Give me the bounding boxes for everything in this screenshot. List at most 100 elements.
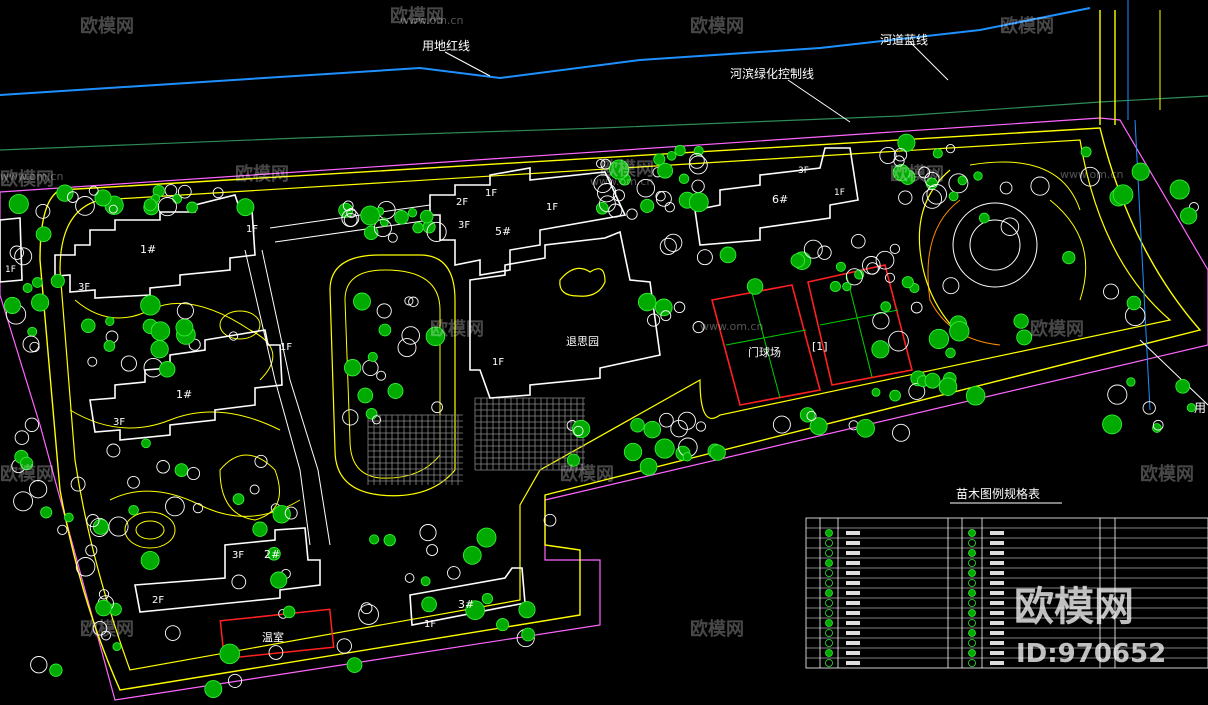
tree-symbol — [157, 197, 177, 217]
tree-symbol — [447, 566, 461, 580]
tree-symbol — [518, 601, 536, 619]
tree-symbol — [647, 313, 661, 327]
tree-symbol — [212, 187, 224, 199]
building-1-south — [89, 329, 283, 441]
tree-symbol — [636, 178, 656, 198]
tree-symbol — [596, 158, 606, 169]
tree-symbol — [29, 341, 40, 353]
tree-symbol — [150, 321, 171, 341]
tree-symbol — [1102, 414, 1123, 435]
greenhouse — [219, 608, 335, 660]
tree-symbol — [897, 133, 916, 152]
tree-symbol — [101, 630, 111, 641]
building-6-floor-1f: 1F — [834, 188, 845, 198]
tree-symbol — [1142, 401, 1156, 415]
tree-symbol — [678, 173, 690, 185]
tree-symbol — [106, 443, 121, 458]
tree-symbol — [879, 146, 897, 165]
tree-symbol — [376, 303, 392, 319]
legend-symbol — [825, 549, 833, 557]
tree-symbol — [889, 243, 901, 255]
legend-symbol — [968, 579, 976, 587]
gate-ball-courts — [711, 264, 913, 406]
tree-symbol — [373, 218, 392, 238]
tree-symbol — [688, 192, 709, 213]
tree-symbol — [9, 245, 24, 260]
legend-symbol — [825, 559, 833, 567]
legend-symbol — [968, 639, 976, 647]
brand-watermark: 欧模网 — [600, 158, 654, 180]
tree-symbol — [85, 544, 98, 557]
tree-symbol — [105, 316, 115, 326]
tree-symbol — [140, 550, 160, 570]
legend-symbol — [968, 589, 976, 597]
tree-symbol — [496, 618, 510, 632]
tree-symbol — [378, 323, 392, 337]
tree-symbol — [872, 312, 890, 330]
building-1-south-name: 1# — [176, 388, 192, 401]
greenhouse-label: 温室 — [262, 630, 284, 644]
tree-symbol — [1126, 377, 1136, 387]
tree-symbol — [573, 425, 584, 437]
building-5 — [429, 167, 627, 276]
tree-symbol — [949, 321, 970, 342]
building-6 — [694, 147, 859, 246]
tree-symbol — [945, 143, 956, 154]
tree-symbol — [888, 330, 909, 352]
tree-symbol — [1175, 378, 1191, 394]
tree-symbol — [397, 338, 417, 358]
tree-symbol — [999, 181, 1013, 195]
url-label: www.om.cn — [400, 14, 463, 27]
tree-symbol — [128, 504, 139, 516]
legend-symbol — [968, 649, 976, 657]
watermarks: 欧模网欧模网欧模网欧模网欧模网欧模网欧模网欧模网欧模网欧模网欧模网欧模网欧模网欧… — [0, 5, 1194, 640]
tree-symbol — [342, 409, 359, 426]
legend-symbol — [825, 539, 833, 547]
tree-symbol — [696, 249, 713, 266]
tree-symbol — [98, 589, 110, 600]
tree-symbol — [932, 148, 943, 159]
tree-symbol — [343, 359, 362, 377]
brand-watermark-large: 欧模网 — [1014, 584, 1134, 630]
pond — [559, 267, 606, 297]
paved-plaza-left — [367, 414, 463, 485]
building-6-name: 6# — [772, 193, 788, 206]
building-5-floor-3f: 3F — [458, 220, 470, 231]
tree-symbol — [95, 599, 112, 617]
tree-symbol — [127, 475, 140, 489]
tree-symbol — [1000, 217, 1020, 236]
river-blue-line — [0, 7, 1091, 96]
tree-symbol — [28, 480, 48, 499]
legend-symbol — [825, 599, 833, 607]
tree-symbol — [889, 389, 901, 402]
legend-symbol — [825, 659, 833, 667]
court-mark-label: [1] — [812, 340, 828, 353]
legend-symbol — [968, 659, 976, 667]
tree-symbol — [186, 201, 198, 214]
tree-symbol — [655, 191, 666, 202]
tree-symbol — [141, 438, 151, 449]
legend-symbol — [825, 639, 833, 647]
url-watermark: www.om.cn — [0, 170, 63, 183]
tree-symbol — [462, 546, 482, 565]
brand-watermark: 欧模网 — [1140, 463, 1194, 485]
tree-symbol — [655, 190, 672, 207]
tree-symbol — [978, 212, 990, 224]
brand-watermark: 欧模网 — [690, 15, 744, 37]
activity-room-label: 退思园 — [566, 335, 599, 348]
tree-symbol — [637, 292, 657, 312]
tree-symbol — [875, 250, 895, 270]
tree-symbol — [884, 272, 896, 283]
gate-court-label: 门球场 — [748, 345, 781, 359]
tree-symbol — [158, 361, 176, 378]
tree-symbol — [13, 491, 34, 512]
brand-watermark: 欧模网 — [560, 463, 614, 485]
building-3-floor: 1F — [424, 619, 436, 630]
building-1-north-name: 1# — [140, 243, 156, 256]
tree-symbol — [626, 208, 638, 220]
tree-symbol — [412, 222, 424, 234]
tree-symbol — [64, 512, 74, 523]
tree-symbol — [1152, 419, 1164, 431]
tree-symbol — [353, 292, 371, 311]
